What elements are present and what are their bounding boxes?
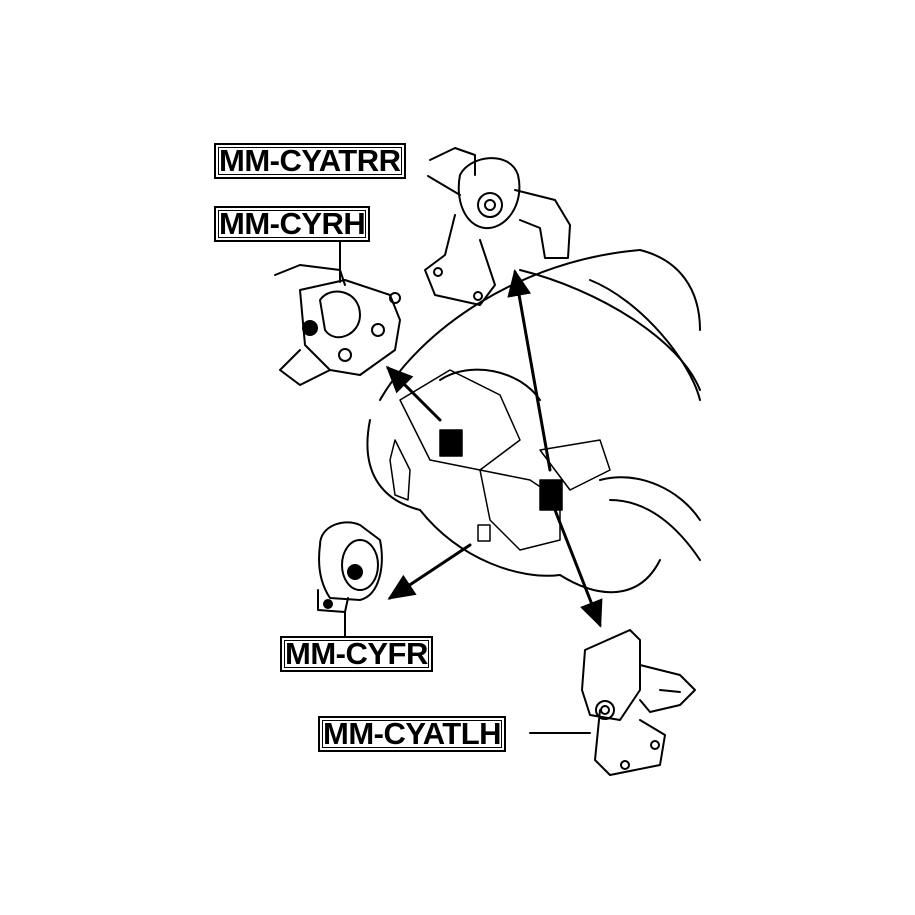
car-body-outline (366, 249, 701, 594)
part-label-cyfr: MM-CYFR (280, 636, 433, 672)
mount-cyatrr-drawing (424, 147, 571, 306)
part-label-cyrh: MM-CYRH (214, 206, 371, 242)
engine-bay (389, 369, 611, 551)
mount-cyfr-drawing (317, 521, 383, 641)
part-label-cyatlh: MM-CYATLH (318, 716, 507, 752)
arrows (385, 269, 603, 628)
mount-cyrh-drawing (274, 239, 401, 386)
part-label-cyatrr: MM-CYATRR (214, 143, 406, 179)
mount-cyatlh-drawing (529, 629, 696, 776)
